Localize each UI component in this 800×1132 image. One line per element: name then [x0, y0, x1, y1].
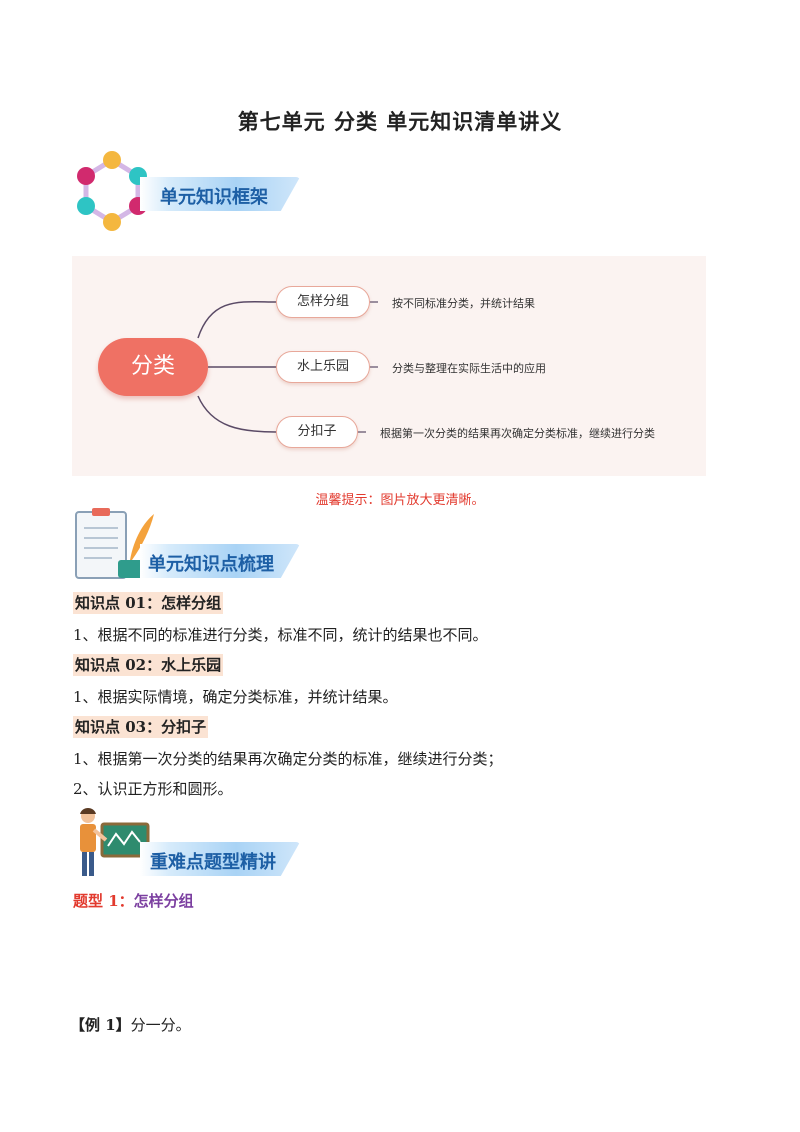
question-type-name: 怎样分组 — [133, 892, 194, 910]
section-title-points: 单元知识点梳理 — [148, 554, 274, 575]
mindmap-node-water-park: 水上乐园 — [276, 351, 370, 383]
knowledge-point-1: 知识点 01：怎样分组 — [73, 592, 224, 614]
mindmap: 分类 怎样分组 按不同标准分类，并统计结果 水上乐园 分类与整理在实际生活中的应… — [72, 256, 706, 476]
question-type-heading: 题型 1：怎样分组 — [73, 890, 194, 911]
knowledge-point-heading: 知识点 02：水上乐园 — [73, 654, 224, 676]
knowledge-point-line: 1、根据不同的标准进行分类，标准不同，统计的结果也不同。 — [73, 626, 488, 644]
section-title-key-types: 重难点题型精讲 — [150, 852, 276, 873]
notebook-quill-icon — [72, 508, 158, 584]
mindmap-desc-buttons: 根据第一次分类的结果再次确定分类标准，继续进行分类 — [380, 427, 655, 440]
mindmap-connectors — [197, 300, 378, 433]
mindmap-desc-water-park: 分类与整理在实际生活中的应用 — [392, 362, 546, 375]
example-label: 【例 1】 — [70, 1016, 131, 1034]
knowledge-point-2: 知识点 02：水上乐园 — [73, 654, 224, 676]
example-1: 【例 1】分一分。 — [70, 1014, 191, 1036]
molecule-icon — [70, 150, 152, 236]
example-text: 分一分。 — [130, 1016, 191, 1034]
knowledge-point-3: 知识点 03：分扣子 — [73, 716, 209, 738]
knowledge-point-line: 1、根据实际情境，确定分类标准，并统计结果。 — [73, 688, 398, 706]
mindmap-node-buttons: 分扣子 — [276, 416, 358, 448]
mindmap-desc-grouping: 按不同标准分类，并统计结果 — [392, 297, 535, 310]
section-banner-key-types — [140, 842, 300, 876]
knowledge-point-heading: 知识点 03：分扣子 — [73, 716, 209, 738]
page-title: 第七单元 分类 单元知识清单讲义 — [237, 110, 563, 134]
question-type-prefix: 题型 1： — [73, 892, 134, 910]
teacher-board-icon — [72, 804, 152, 880]
zoom-tip: 温馨提示：图片放大更清晰。 — [315, 493, 485, 508]
section-title-framework: 单元知识框架 — [160, 187, 268, 208]
mindmap-root-node: 分类 — [98, 338, 208, 396]
mindmap-node-grouping: 怎样分组 — [276, 286, 370, 318]
knowledge-point-line: 1、根据第一次分类的结果再次确定分类的标准，继续进行分类； — [73, 750, 503, 768]
knowledge-point-line: 2、认识正方形和圆形。 — [73, 780, 233, 798]
section-banner-points — [140, 544, 300, 578]
section-banner-framework — [140, 177, 300, 211]
knowledge-point-heading: 知识点 01：怎样分组 — [73, 592, 224, 614]
